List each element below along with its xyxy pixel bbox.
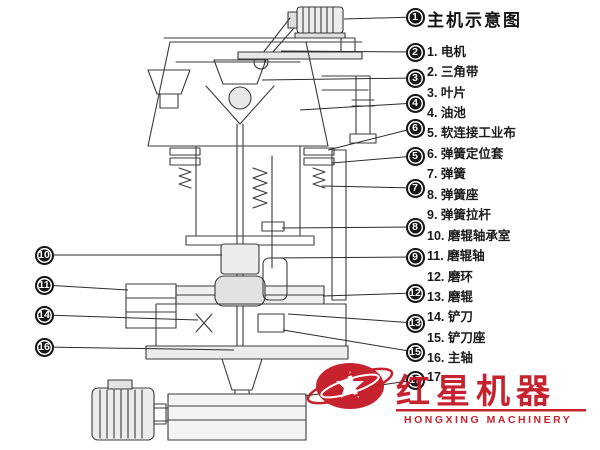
leader-line-12	[322, 292, 416, 297]
leader-line-8	[281, 226, 416, 229]
leader-line-14	[43, 314, 199, 321]
leader-line-17	[304, 379, 416, 397]
feed-hopper-part	[147, 69, 191, 109]
shovel-part	[195, 313, 213, 333]
drive-motor-part	[91, 379, 167, 441]
legend-title: 主机示意图	[427, 11, 522, 30]
base-part	[145, 345, 349, 360]
legend-item-9: 9. 弹簧拉杆	[427, 208, 491, 223]
return-air-duct-part	[331, 149, 347, 301]
legend-item-15: 15. 铲刀座	[427, 330, 486, 345]
leader-line-9	[273, 256, 416, 259]
legend-item-4: 4. 油池	[427, 106, 466, 121]
main-shaft-part	[236, 123, 244, 357]
leader-lines	[43, 16, 416, 397]
leader-line-13	[287, 313, 416, 324]
legend-item-7: 7. 弹簧	[427, 167, 466, 182]
legend-item-8: 8. 弹簧座	[427, 187, 479, 202]
legend-item-1: 1. 电机	[427, 44, 466, 59]
discharge-pipe-part	[321, 75, 377, 144]
legend-item-2: 2. 三角带	[427, 65, 479, 80]
classifier-blade-part	[205, 59, 275, 125]
legend-list: 1. 电机 2. 三角带 3. 叶片 4. 油池 5. 软连接工业布 6. 弹簧定位套 7.…	[427, 40, 522, 387]
legend-panel: 主机示意图 1. 电机 2. 三角带 3. 叶片 4. 油池 5. 软连接工业布 6. 弹…	[427, 6, 522, 387]
leader-line-2	[280, 50, 416, 53]
spring-unit-right-part	[303, 147, 335, 189]
leader-line-11	[43, 284, 129, 291]
legend-item-10: 10. 磨辊轴承室	[427, 228, 511, 243]
leader-line-4	[299, 102, 416, 111]
legend-item-11: 11. 磨辊轴	[427, 249, 485, 264]
legend-item-14: 14. 铲刀	[427, 310, 473, 325]
gearbox-part	[149, 393, 307, 441]
roller-assembly-part	[214, 243, 288, 307]
top-motor-part	[255, 6, 363, 53]
leader-line-5	[331, 155, 416, 164]
legend-item-16: 16. 主轴	[427, 351, 473, 366]
leader-line-15	[282, 329, 416, 353]
classifier-plate-part	[237, 51, 363, 60]
legend-item-17: 17.	[427, 370, 445, 385]
leader-line-3	[261, 77, 416, 81]
upper-casing-part	[147, 37, 329, 147]
legend-item-12: 12. 磨环	[427, 269, 473, 284]
legend-item-3: 3. 叶片	[427, 85, 466, 100]
spring-unit-left-part	[169, 147, 201, 189]
leader-line-1	[343, 16, 416, 20]
shovel-seat-part	[257, 313, 285, 333]
legend-item-6: 6. 弹簧定位套	[427, 146, 504, 161]
leader-line-7	[321, 185, 416, 189]
air-inlet-duct-part	[125, 283, 177, 329]
legend-item-13: 13. 磨辊	[427, 289, 473, 304]
legend-item-5: 5. 软连接工业布	[427, 126, 516, 141]
spring-linkage-part	[252, 155, 285, 269]
leader-line-16	[43, 346, 235, 351]
leader-line-6	[327, 127, 416, 151]
middle-housing-part	[185, 145, 315, 246]
lower-casing-part	[155, 303, 347, 347]
